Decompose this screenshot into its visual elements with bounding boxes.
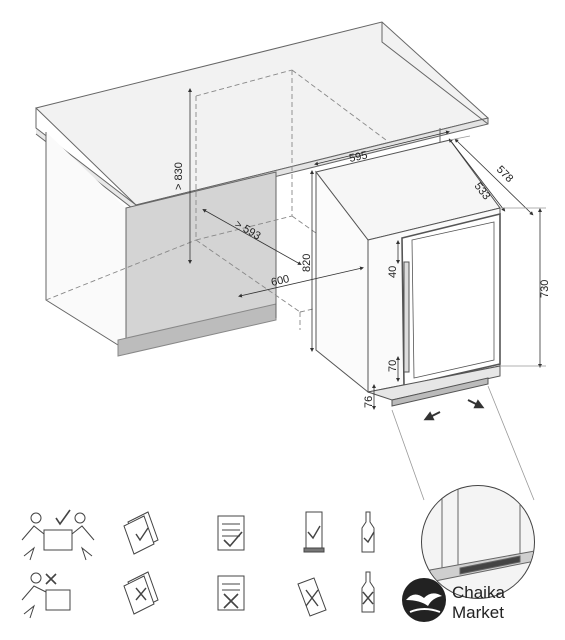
dim-counter-height: > 830 (173, 162, 185, 190)
brand-name-line2: Market (452, 603, 504, 622)
magnified-detail (421, 485, 535, 599)
kitchen-counter (35, 21, 490, 357)
icons-row-do (21, 509, 375, 561)
dimension-lines (188, 88, 546, 410)
dim-door-gap-top: 40 (387, 266, 399, 278)
one-person-lift-icon (21, 572, 71, 619)
dim-niche-width: 600 (270, 273, 291, 289)
manual-read-icon (123, 511, 159, 555)
dim-plinth-height: 76 (363, 396, 375, 408)
two-person-lift-icon (21, 509, 95, 561)
wine-cooler (315, 139, 501, 407)
tilted-appliance-icon (297, 577, 327, 617)
slide-arrows (423, 399, 485, 421)
bottle-upright-icon (361, 511, 375, 553)
checklist-icon (217, 515, 245, 551)
dim-door-gap-bottom: 70 (387, 360, 399, 372)
zoom-lines (391, 385, 535, 501)
seagull-logo (402, 578, 446, 622)
dim-appliance-height-back: 820 (301, 254, 313, 272)
dim-appliance-width: 595 (348, 149, 368, 165)
dim-appliance-height: 730 (539, 280, 551, 298)
manual-skip-icon (123, 571, 159, 615)
brand-logo: Chaika Market (402, 578, 505, 622)
upright-appliance-icon (303, 511, 325, 553)
checklist-skip-icon (217, 575, 245, 611)
dim-appliance-depth-door: 578 (494, 164, 515, 185)
brand-name-line1: Chaika (452, 583, 505, 602)
bottle-wrong-icon (361, 571, 375, 613)
icons-row-dont (21, 571, 375, 619)
